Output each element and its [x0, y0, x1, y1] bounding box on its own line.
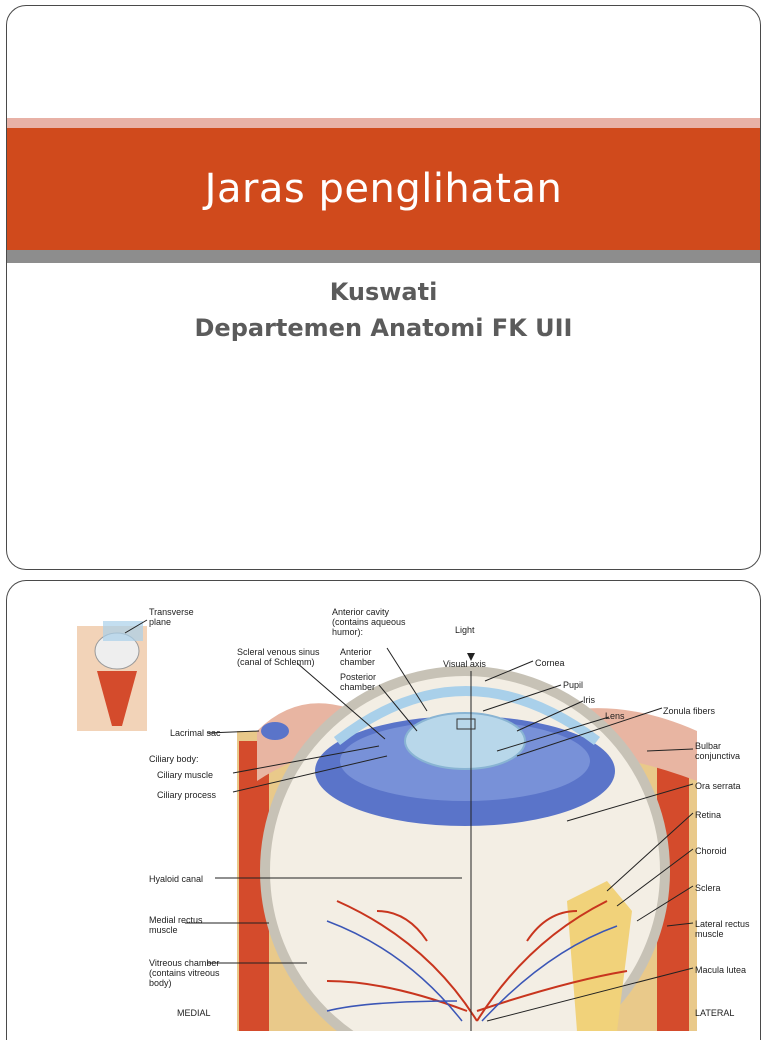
label-medial: MEDIAL: [177, 1008, 211, 1018]
label-ora-serrata: Ora serrata: [695, 781, 741, 791]
label-cornea: Cornea: [535, 658, 565, 668]
label-choroid: Choroid: [695, 846, 727, 856]
label-ciliary-body: Ciliary body:: [149, 754, 199, 764]
label-ciliary-process: Ciliary process: [157, 790, 217, 800]
label-macula-lutea: Macula lutea: [695, 965, 746, 975]
department-name: Departemen Anatomi FK UII: [194, 314, 573, 342]
label-lacrimal-sac: Lacrimal sac: [170, 728, 221, 738]
label-zonula-fibers: Zonula fibers: [663, 706, 716, 716]
lacrimal-sac-shape: [261, 722, 289, 740]
slide-title: Jaras penglihatan: [204, 166, 563, 212]
choroid-band: [567, 881, 632, 1031]
inset-box: [456, 718, 476, 730]
retinal-arteries: [326, 900, 628, 1022]
accent-bar-top: [7, 118, 760, 128]
leader-lines: [124, 619, 694, 1022]
label-scleral-venous-sinus: Scleral venous sinus(canal of Schlemm): [237, 647, 320, 667]
lens-shape: [404, 712, 526, 770]
accent-bar-bottom: [7, 250, 760, 263]
label-pupil: Pupil: [563, 680, 583, 690]
label-lateral: LATERAL: [695, 1008, 734, 1018]
title-slide: Jaras penglihatan Kuswati Departemen Ana…: [6, 5, 761, 570]
label-ciliary-muscle: Ciliary muscle: [157, 770, 213, 780]
title-band: Jaras penglihatan: [7, 128, 760, 250]
label-visual-axis: Visual axis: [443, 659, 486, 669]
cornea-shape: [333, 686, 601, 745]
label-sclera: Sclera: [695, 883, 721, 893]
transverse-plane-thumbnail: [77, 621, 147, 731]
label-iris: Iris: [583, 695, 595, 705]
label-retina: Retina: [695, 810, 721, 820]
retinal-veins: [326, 920, 618, 1022]
label-hyaloid-canal: Hyaloid canal: [149, 874, 203, 884]
author-name: Kuswati: [329, 278, 438, 306]
light-arrow: [467, 653, 475, 661]
label-lens: Lens: [605, 711, 625, 721]
label-light: Light: [455, 625, 475, 635]
